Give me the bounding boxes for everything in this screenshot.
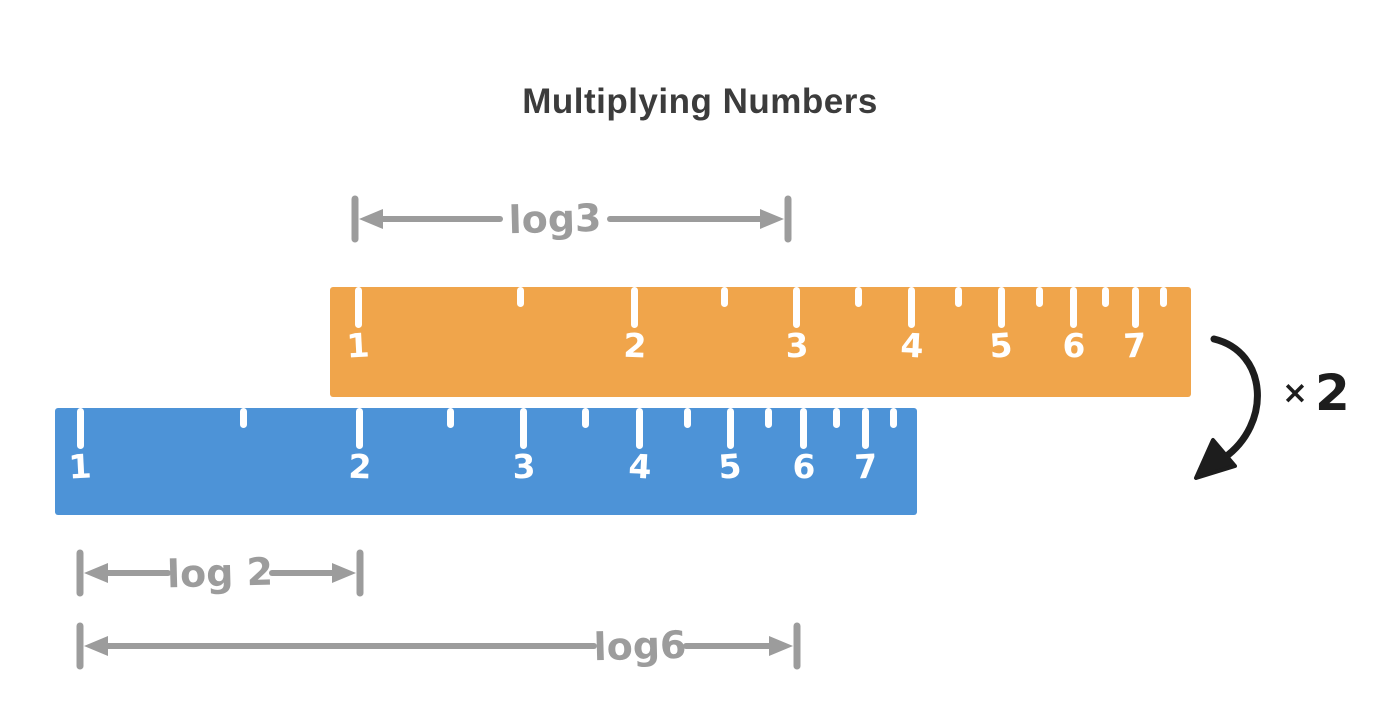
ruler-number: 1	[345, 325, 371, 366]
ruler-number: 3	[511, 446, 536, 487]
log6-dimension-arrow	[76, 622, 801, 670]
diagram-title: Multiplying Numbers	[522, 82, 878, 121]
ruler-tick-minor	[1102, 287, 1110, 307]
ruler-tick-minor	[1159, 287, 1167, 307]
log6-label: log6	[593, 622, 687, 670]
ruler-number: 3	[784, 325, 810, 366]
ruler-number: 5	[717, 446, 743, 487]
ruler-tick-major	[793, 287, 801, 328]
curved-arrowhead-icon	[1194, 438, 1237, 480]
ruler-number: 7	[1122, 325, 1148, 366]
times-symbol: ×	[1282, 374, 1308, 411]
ruler-tick-minor	[683, 408, 691, 428]
ruler-number: 6	[791, 446, 816, 487]
ruler-number: 2	[622, 325, 648, 366]
ruler-tick-minor	[955, 287, 963, 307]
ruler-number: 2	[347, 446, 373, 487]
arrowhead-right-icon	[760, 209, 784, 229]
ruler-tick-major	[1070, 287, 1078, 328]
ruler-tick-major	[1131, 287, 1139, 328]
ruler-tick-major	[997, 287, 1005, 328]
ruler-tick-major	[356, 408, 364, 449]
arrowhead-left-icon	[359, 209, 383, 229]
ruler-tick-minor	[765, 408, 773, 428]
ruler-number: 5	[988, 325, 1014, 366]
ruler-tick-minor	[240, 408, 248, 428]
ruler-tick-major	[76, 408, 84, 449]
log3-label: log3	[508, 195, 602, 243]
ruler-tick-minor	[516, 287, 524, 307]
ruler-tick-minor	[855, 287, 863, 307]
arrowhead-left-icon	[84, 636, 108, 656]
ruler-number: 6	[1061, 325, 1087, 366]
ruler-tick-major	[354, 287, 362, 328]
ruler-tick-minor	[832, 408, 840, 428]
ruler-number: 1	[67, 446, 93, 487]
multiply-by-2-annotation: × 2	[1282, 368, 1350, 418]
curved-arrow-shaft	[1210, 335, 1261, 462]
arrowhead-right-icon	[769, 636, 793, 656]
ruler-number: 4	[627, 446, 653, 487]
multiply-curved-arrow	[1194, 335, 1261, 480]
ruler-tick-minor	[720, 287, 728, 307]
arrowhead-right-icon	[332, 563, 356, 583]
ruler-number: 7	[853, 446, 879, 487]
ruler-tick-major	[631, 287, 639, 328]
ruler-tick-minor	[446, 408, 454, 428]
ruler-tick-minor	[1035, 287, 1043, 307]
ruler-tick-major	[800, 408, 808, 449]
times-factor: 2	[1314, 364, 1350, 422]
ruler-tick-minor	[582, 408, 590, 428]
arrowhead-left-icon	[84, 563, 108, 583]
ruler-tick-major	[520, 408, 528, 449]
ruler-number: 4	[899, 325, 925, 366]
ruler-tick-minor	[890, 408, 898, 428]
ruler-tick-major	[862, 408, 870, 449]
ruler-tick-major	[636, 408, 644, 449]
ruler-tick-major	[726, 408, 734, 449]
ruler-tick-major	[908, 287, 916, 328]
log2-label: log 2	[166, 549, 274, 597]
